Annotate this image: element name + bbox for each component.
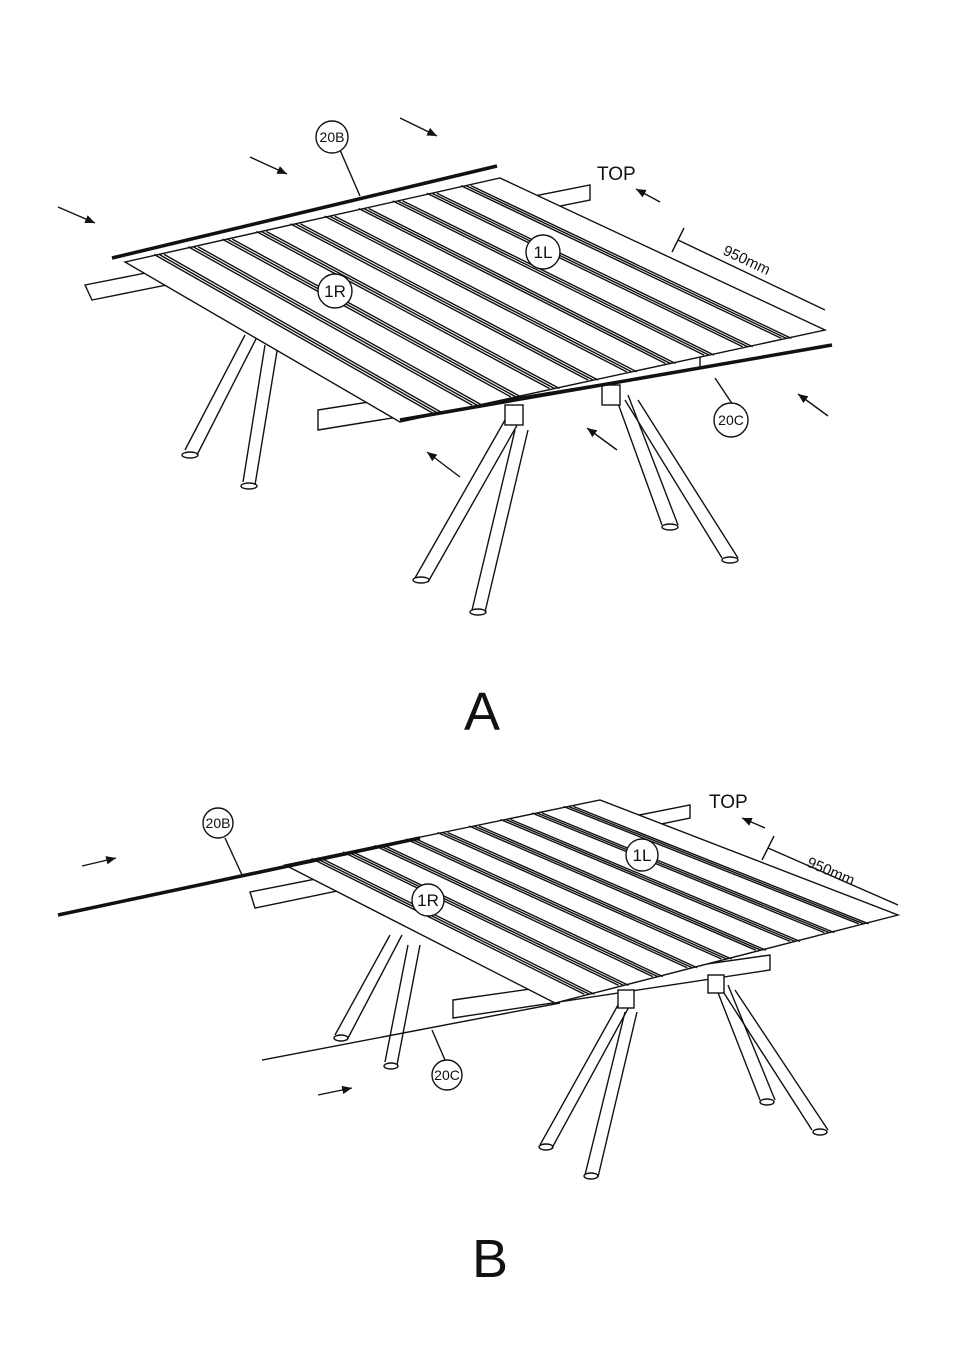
panel-rib [437,831,722,960]
panel-rib [392,200,705,356]
callout-20b: 20B [320,129,345,145]
panel-rib [473,825,762,951]
panel-rib [363,207,671,365]
callout-20c: 20C [434,1067,460,1083]
panel-rib [568,805,864,925]
callout-20b: 20B [206,815,231,831]
callout-1l: 1L [534,243,553,262]
panel-rib [153,253,434,415]
panel-rib [347,851,624,987]
sawhorse-front [317,349,739,616]
panel-rib [379,844,659,978]
panel-rib [231,238,522,398]
panel-rib [442,831,727,960]
panel-rib [329,215,633,373]
roof-panels-a [123,177,828,423]
figure-b: 950mm 20B 20C 1L 1R TOP B [57,792,901,1289]
panel-rib [415,838,698,969]
panel-rib [221,238,512,398]
panel-rib [573,805,869,925]
panel-rib [192,246,478,406]
panel-rib [197,246,483,406]
panel-rib [536,812,830,934]
top-label: TOP [597,164,636,185]
panel-rib [431,192,749,348]
figure-caption-a: A [464,682,500,742]
panel-rib [290,223,589,381]
panel-rib [321,857,595,995]
arrows-a [57,117,829,478]
panel-rib [505,818,796,943]
panel-rib [311,857,585,995]
panel-rib [300,223,599,381]
panel-rib [436,192,754,348]
panel-rib [384,844,664,978]
panel-rib [405,838,688,969]
panel-rib [374,844,654,978]
panel-rib [358,207,666,365]
callout-20c: 20C [718,412,744,428]
panel-rib [541,812,835,934]
panel-rib [426,192,744,348]
panel-rib [470,185,792,339]
panel-rib [468,825,757,951]
callout-1r: 1R [324,282,346,301]
panel-rib [397,200,710,356]
panel-rib [447,831,732,960]
figure-a: 950mm 20B 20C 1L 1R TOP A [57,117,833,742]
top-label: TOP [709,792,748,813]
arrows-b [81,817,766,1096]
panel-rib [460,185,782,339]
panel-rib [368,207,676,365]
panel-rib [324,215,628,373]
panel-rib [295,223,594,381]
roof-panels-b [282,799,901,1004]
callout-1r: 1R [417,891,439,910]
panel-rib [465,185,787,339]
panel-rib [316,857,590,995]
rail-20b-b [57,836,421,917]
panel-rib [187,246,473,406]
panel-rib [256,230,550,390]
callout-1l: 1L [633,846,652,865]
panel-rib [410,838,693,969]
figure-caption-b: B [472,1229,508,1289]
panel-rib [334,215,638,373]
rail-20c-b [261,1002,561,1061]
panel-rib [478,825,767,951]
panel-rib [158,253,439,415]
panel-rib [531,812,825,934]
panel-rib [510,818,801,943]
panel-rib [226,238,517,398]
panel-rib [163,253,444,415]
panel-rib [402,200,715,356]
rail-20c-a [399,343,833,422]
panel-rib [342,851,619,987]
sawhorse-front-b [452,954,829,1180]
rail-20b-a [111,164,498,260]
panel-rib [500,818,791,943]
panel-rib [352,851,629,987]
panel-rib [266,230,560,390]
panel-rib [563,805,859,925]
panel-rib [261,230,555,390]
